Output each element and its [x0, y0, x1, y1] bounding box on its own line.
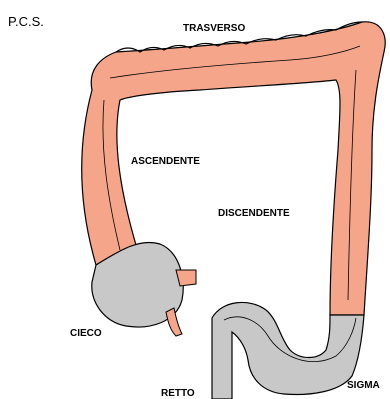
ileum-stub: [176, 270, 196, 286]
label-discendente: DISCENDENTE: [218, 209, 290, 219]
diagram-title: P.C.S.: [8, 15, 44, 28]
label-trasverso: TRASVERSO: [183, 24, 245, 34]
label-retto: RETTO: [161, 389, 195, 399]
label-ascendente: ASCENDENTE: [131, 157, 200, 167]
label-sigma: SIGMA: [347, 381, 380, 391]
label-cieco: CIECO: [70, 329, 102, 339]
appendix: [166, 308, 182, 336]
